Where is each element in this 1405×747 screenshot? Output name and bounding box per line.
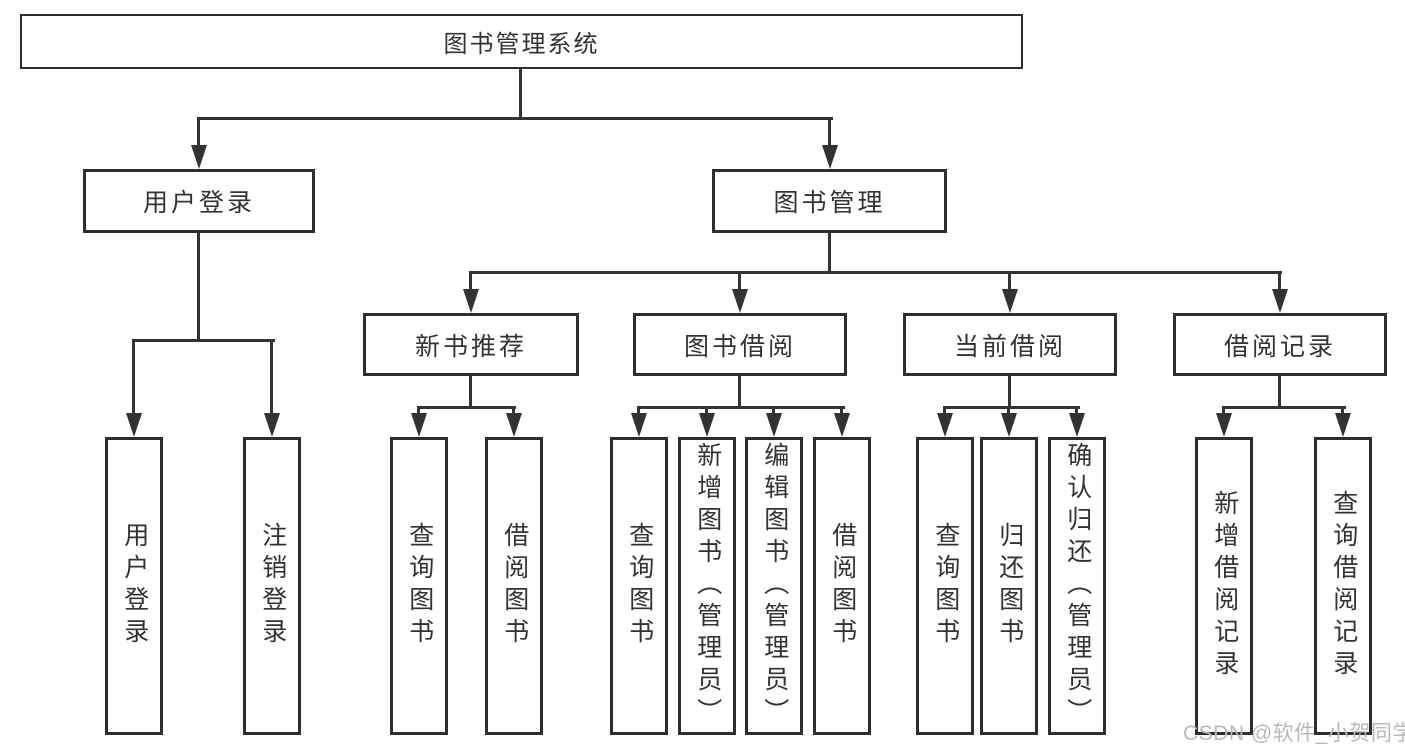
csdn-watermark: CSDN @软件_小贺同学 <box>1183 722 1405 745</box>
vline <box>840 406 843 416</box>
arrowhead-icon <box>631 413 647 437</box>
node-label: 确认归还（管理员） <box>1063 442 1092 730</box>
leaf-confirm-return-admin: 确认归还（管理员） <box>1048 437 1106 735</box>
arrowhead-icon <box>463 289 479 313</box>
vline <box>1008 376 1011 409</box>
vline <box>512 406 515 416</box>
hline <box>132 339 275 342</box>
leaf-return-books: 归还图书 <box>980 437 1038 735</box>
vline <box>417 406 420 416</box>
node-label: 借阅记录 <box>1223 332 1336 361</box>
vline <box>197 233 200 342</box>
hline <box>943 406 1080 409</box>
arrowhead-icon <box>937 413 953 437</box>
arrowhead-icon <box>732 289 748 313</box>
leaf-recommend-query-books: 查询图书 <box>390 437 448 735</box>
vline <box>1007 406 1010 416</box>
node-label: 新书推荐 <box>414 332 527 361</box>
vline <box>1075 406 1078 416</box>
node-label: 查询图书 <box>405 522 434 650</box>
vline <box>1222 406 1225 416</box>
arrowhead-icon <box>1335 413 1351 437</box>
leaf-recommend-borrow-books: 借阅图书 <box>485 437 543 735</box>
node-label: 新增图书（管理员） <box>693 442 722 730</box>
arrowhead-icon <box>264 413 280 437</box>
leaf-borrow-books: 借阅图书 <box>813 437 871 735</box>
node-user-login: 用户登录 <box>83 169 315 233</box>
arrowhead-icon <box>1216 413 1232 437</box>
vline <box>1278 271 1281 291</box>
vline <box>1008 271 1011 291</box>
node-label: 新增借阅记录 <box>1210 490 1239 682</box>
node-label: 注销登录 <box>258 522 287 650</box>
arrowhead-icon <box>191 145 207 169</box>
node-label: 用户登录 <box>120 522 149 650</box>
leaf-current-query-books: 查询图书 <box>916 437 974 735</box>
node-label: 查询借阅记录 <box>1329 490 1358 682</box>
vline <box>270 339 273 417</box>
leaf-add-book-admin: 新增图书（管理员） <box>678 437 736 735</box>
arrowhead-icon <box>1272 289 1288 313</box>
vline <box>469 376 472 409</box>
arrowhead-icon <box>1002 289 1018 313</box>
node-label: 用户登录 <box>142 189 255 217</box>
vline <box>637 406 640 416</box>
vline <box>828 117 831 149</box>
vline <box>469 271 472 291</box>
vline <box>738 376 741 409</box>
leaf-borrow-query-books: 查询图书 <box>610 437 668 735</box>
node-current-borrowing: 当前借阅 <box>903 313 1117 376</box>
node-label: 归还图书 <box>995 522 1024 650</box>
node-label: 借阅图书 <box>828 522 857 650</box>
node-borrowing-records: 借阅记录 <box>1173 313 1387 376</box>
arrowhead-icon <box>822 145 838 169</box>
arrowhead-icon <box>126 413 142 437</box>
vline <box>943 406 946 416</box>
leaf-query-borrow-record: 查询借阅记录 <box>1314 437 1372 735</box>
hline <box>469 271 1282 274</box>
leaf-logout: 注销登录 <box>243 437 301 735</box>
vline <box>828 233 831 274</box>
node-new-book-recommendation: 新书推荐 <box>363 313 579 376</box>
node-label: 当前借阅 <box>953 332 1066 361</box>
arrowhead-icon <box>1001 413 1017 437</box>
arrowhead-icon <box>506 413 522 437</box>
node-label: 借阅图书 <box>500 522 529 650</box>
node-label: 图书借阅 <box>683 332 796 361</box>
hline <box>1222 406 1346 409</box>
arrowhead-icon <box>1069 413 1085 437</box>
leaf-add-borrow-record: 新增借阅记录 <box>1195 437 1253 735</box>
node-label: 查询图书 <box>625 522 654 650</box>
arrowhead-icon <box>766 413 782 437</box>
arrowhead-icon <box>834 413 850 437</box>
vline <box>197 117 200 149</box>
arrowhead-icon <box>411 413 427 437</box>
hline <box>637 406 845 409</box>
leaf-edit-book-admin: 编辑图书（管理员） <box>745 437 803 735</box>
vline <box>772 406 775 416</box>
vline <box>1341 406 1344 416</box>
node-label: 图书管理 <box>773 189 886 217</box>
node-library-management-system: 图书管理系统 <box>20 14 1023 69</box>
node-book-management: 图书管理 <box>712 169 947 233</box>
node-label: 编辑图书（管理员） <box>760 442 789 730</box>
hline <box>197 117 833 120</box>
vline <box>738 271 741 291</box>
node-book-borrowing: 图书借阅 <box>633 313 847 376</box>
node-label: 查询图书 <box>931 522 960 650</box>
leaf-user-login: 用户登录 <box>105 437 163 735</box>
arrowhead-icon <box>699 413 715 437</box>
hline <box>417 406 516 409</box>
vline <box>1278 376 1281 409</box>
vline <box>132 339 135 417</box>
node-label: 图书管理系统 <box>443 31 600 58</box>
vline <box>705 406 708 416</box>
vline <box>519 69 522 120</box>
